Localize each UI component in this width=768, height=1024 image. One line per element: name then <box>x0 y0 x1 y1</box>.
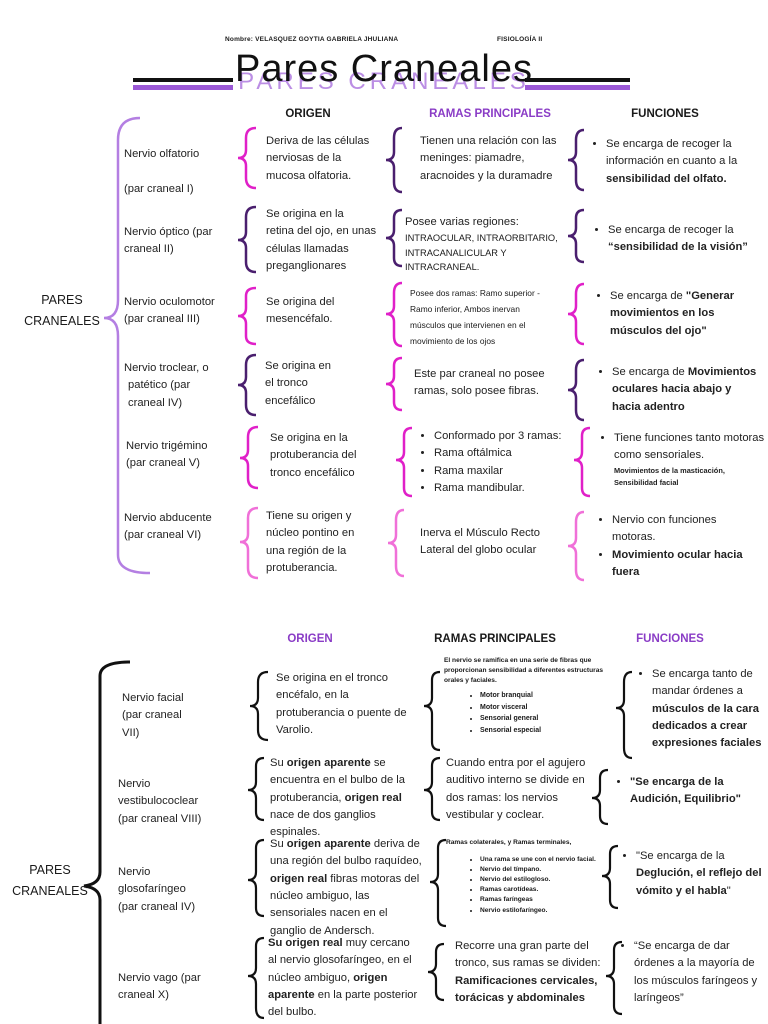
col-head-ramas-2: RAMAS PRINCIPALES <box>434 633 556 645</box>
ramas-4: Este par craneal no posee ramas, solo po… <box>414 368 545 398</box>
func-10: “Se encarga de dar órdenes a la mayoría … <box>620 938 766 1007</box>
origin-5: Se origina en la protuberancia del tronc… <box>270 432 357 479</box>
ramas-7: El nervio se ramifica en una serie de fi… <box>444 656 624 737</box>
origin-9: Su origen aparente deriva de una región … <box>270 838 422 937</box>
title-bar-left-purple <box>133 85 233 90</box>
ramas-3: Posee dos ramas: Ramo superior - Ramo in… <box>410 288 540 346</box>
ramas-5: Conformado por 3 ramas: Rama oftálmica R… <box>418 428 578 497</box>
nerve-3: Nervio oculomotor (par craneal III) <box>124 296 215 326</box>
func-1: Se encarga de recoger la información en … <box>590 136 760 188</box>
ramas-8: Cuando entra por el agujero auditivo int… <box>446 757 586 822</box>
title-block: PARES CRANEALES Pares Craneales <box>0 48 768 98</box>
page-title: Pares Craneales <box>234 48 534 90</box>
ramas-1: Tienen una relación con las meninges: pi… <box>420 135 557 182</box>
func-9: "Se encarga de la Deglución, el reflejo … <box>624 848 768 900</box>
subject-label: FISIOLOGÍA II <box>497 36 543 43</box>
ramas-9: Ramas colaterales, y Ramas terminales, U… <box>446 838 611 916</box>
func-4: Se encarga de Movimientos oculares hacia… <box>596 364 761 416</box>
col-head-origen: ORIGEN <box>285 108 331 120</box>
nerve-2: Nervio óptico (par craneal II) <box>124 226 213 256</box>
nerve-9: Nervio glosofaríngeo (par craneal IV) <box>118 866 196 913</box>
origin-2: Se origina en la retina del ojo, en unas… <box>266 208 377 273</box>
ghost-title: PARES CRANEALES <box>238 68 530 95</box>
student-name: Nombre: VELASQUEZ GOYTIA GABRIELA JHULIA… <box>225 36 399 43</box>
ramas-2: Posee varias regiones: INTRAOCULAR, INTR… <box>405 216 558 273</box>
title-bar-right-black <box>525 78 630 82</box>
origin-1: Deriva de las células nerviosas de la mu… <box>266 135 370 182</box>
func-2: Se encarga de recoger la “sensibilidad d… <box>592 222 762 257</box>
section2-left-label: PARES CRANEALES <box>12 863 88 899</box>
col-head-funciones: FUNCIONES <box>631 108 699 120</box>
col-head-ramas: RAMAS PRINCIPALES <box>429 108 551 120</box>
func-5: Tiene funciones tanto motoras como senso… <box>598 430 766 488</box>
nerve-5: Nervio trigémino (par craneal V) <box>126 440 208 470</box>
title-bar-left-black <box>133 78 233 82</box>
title-bar-right-purple <box>525 85 630 90</box>
func-6: Nervio con funciones motoras. Movimiento… <box>596 512 761 581</box>
func-3: Se encarga de "Generar movimientos en lo… <box>594 288 764 340</box>
col-head-origen-2: ORIGEN <box>287 633 333 645</box>
nerve-6: Nervio abducente (par craneal VI) <box>124 512 212 542</box>
origin-3: Se origina del mesencéfalo. <box>266 296 335 326</box>
func-8: "Se encarga de la Audición, Equilibrio" <box>614 774 764 809</box>
nerve-4: Nervio troclear, o patético (par craneal… <box>124 362 209 409</box>
origin-6: Tiene su origen y núcleo pontino en una … <box>266 510 355 575</box>
ramas-5-list: Conformado por 3 ramas: Rama oftálmica R… <box>418 428 578 497</box>
origin-7: Se origina en el tronco encéfalo, en la … <box>276 672 407 737</box>
origin-10: Su origen real muy cercano al nervio glo… <box>268 937 418 1019</box>
nerve-7: Nervio facial (par craneal VII) <box>122 692 184 739</box>
nerve-8: Nervio vestibulococlear (par craneal VII… <box>118 778 202 825</box>
origin-8: Su origen aparente se encuentra en el bu… <box>270 757 405 839</box>
func-7: Se encarga tanto de mandar órdenes a mús… <box>638 666 768 753</box>
section1-left-label: PARES CRANEALES <box>24 293 100 329</box>
col-head-funciones-2: FUNCIONES <box>636 633 704 645</box>
ramas-6: Inerva el Músculo Recto Lateral del glob… <box>420 527 541 557</box>
ramas-10: Recorre una gran parte del tronco, sus r… <box>455 940 601 1005</box>
nerve-1: Nervio olfatorio (par craneal I) <box>124 148 200 195</box>
origin-4: Se origina en el tronco encefálico <box>265 360 331 407</box>
nerve-10: Nervio vago (par craneal X) <box>118 972 201 1002</box>
